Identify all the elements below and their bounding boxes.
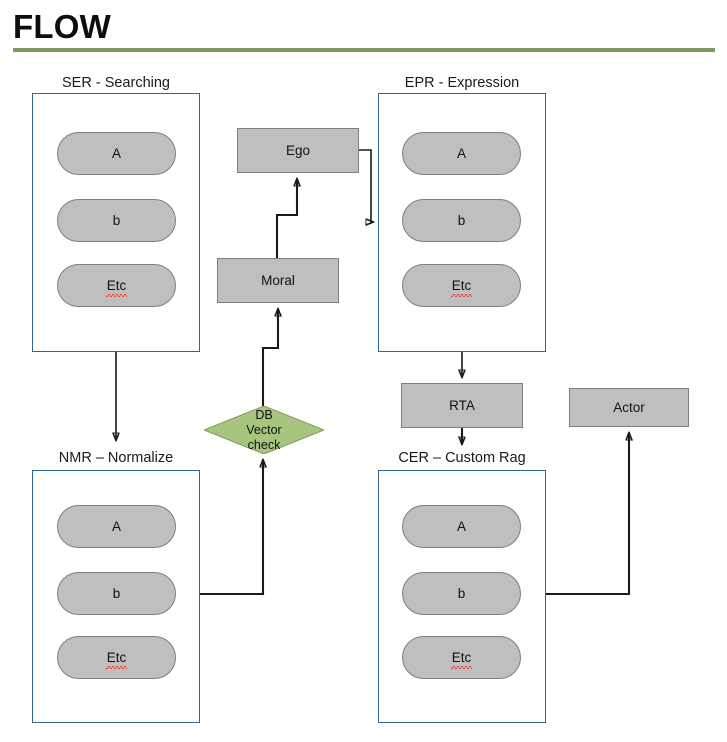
node-ser-b[interactable]: b [57,199,176,242]
node-ser-a[interactable]: A [57,132,176,175]
node-rta[interactable]: RTA [401,383,523,428]
node-cer-etc[interactable]: Etc [402,636,521,679]
node-moral[interactable]: Moral [217,258,339,303]
group-label-ser: SER - Searching [62,75,170,91]
node-rta-label: RTA [449,398,475,413]
node-ser-a-label: A [111,146,121,161]
node-cer-a[interactable]: A [402,505,521,548]
group-label-nmr: NMR – Normalize [58,450,174,466]
node-epr-b[interactable]: b [402,199,521,242]
node-epr-etc-label: Etc [450,278,472,297]
node-ego[interactable]: Ego [237,128,359,173]
node-epr-a-label: A [456,146,466,161]
group-label-epr: EPR - Expression [404,75,520,91]
node-actor-label: Actor [613,400,645,415]
connector-cer-to-actor [546,433,629,596]
node-cer-b[interactable]: b [402,572,521,615]
node-epr-a[interactable]: A [402,132,521,175]
node-cer-b-label: b [457,586,466,601]
node-nmr-a-label: A [111,519,121,534]
node-nmr-a[interactable]: A [57,505,176,548]
node-cer-etc-label: Etc [450,650,472,669]
connector-ego-to-epr [359,149,373,222]
node-nmr-etc-label: Etc [105,650,127,669]
title-underline-rule [13,48,715,52]
connector-moral-to-ego [275,179,297,258]
node-nmr-etc[interactable]: Etc [57,636,176,679]
node-moral-label: Moral [261,273,295,288]
node-db-vector-check-label: DB Vector check [246,407,282,452]
group-label-cer: CER – Custom Rag [398,450,526,466]
node-ser-b-label: b [112,213,121,228]
node-nmr-b-label: b [112,586,121,601]
node-nmr-b[interactable]: b [57,572,176,615]
node-ego-label: Ego [285,143,311,158]
page-title: FLOW [13,8,111,45]
node-ser-etc[interactable]: Etc [57,264,176,307]
node-epr-etc[interactable]: Etc [402,264,521,307]
node-ser-etc-label: Etc [105,278,127,297]
node-epr-b-label: b [457,213,466,228]
node-actor[interactable]: Actor [569,388,689,427]
node-cer-a-label: A [456,519,466,534]
node-db-vector-check[interactable]: DB Vector check [204,406,324,454]
diamond-shape-icon [204,406,324,454]
connector-nmr-to-db-vector-check [200,460,263,596]
connector-db-vector-check-to-moral [261,309,278,406]
